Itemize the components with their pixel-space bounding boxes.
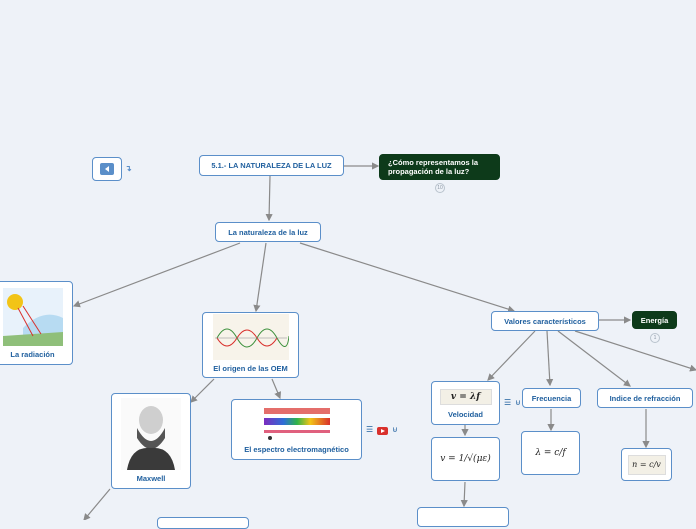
edge-maxwell-offscreen bbox=[83, 488, 111, 520]
nature-node[interactable]: La naturaleza de la luz bbox=[215, 222, 321, 242]
spectrum-label: El espectro electromagnético bbox=[244, 445, 349, 454]
values-label: Valores característicos bbox=[504, 316, 586, 326]
radiation-image bbox=[2, 288, 63, 346]
edge-title-nature bbox=[265, 175, 273, 222]
central-topic[interactable]: 5.1.- LA NATURALEZA DE LA LUZ bbox=[199, 155, 344, 176]
youtube-icon[interactable] bbox=[377, 427, 388, 435]
velocity-label: Velocidad bbox=[447, 410, 483, 419]
spectrum-image bbox=[261, 404, 332, 442]
velocity-formula-image: v = λf bbox=[439, 389, 492, 405]
velocity-node[interactable]: v = λf Velocidad bbox=[431, 381, 500, 425]
velocity-detail-node[interactable] bbox=[417, 507, 509, 527]
refraction-formula-node[interactable]: n = c/v bbox=[621, 448, 672, 481]
notes-icon[interactable]: ☰ bbox=[366, 425, 374, 434]
nature-label: La naturaleza de la luz bbox=[228, 227, 308, 237]
edge-values-offscreen bbox=[574, 330, 696, 372]
origin-wave-image bbox=[212, 314, 289, 360]
edge-origin-maxwell bbox=[190, 378, 215, 403]
frequency-formula-node[interactable]: λ = c/f bbox=[521, 431, 580, 475]
question-label: ¿Cómo representamos la propagación de la… bbox=[388, 158, 479, 176]
question-badge[interactable]: 10 bbox=[435, 183, 445, 193]
question-node[interactable]: ¿Cómo representamos la propagación de la… bbox=[379, 154, 500, 180]
attachment-icon[interactable]: ⊍ bbox=[392, 425, 398, 434]
values-node[interactable]: Valores característicos bbox=[491, 311, 599, 331]
edge-nature-origin bbox=[253, 242, 267, 313]
energy-label: Energía bbox=[640, 315, 669, 325]
radiation-label: La radiación bbox=[10, 350, 55, 359]
origin-node[interactable]: El origen de las OEM bbox=[202, 312, 299, 378]
frequency-node[interactable]: Frecuencia bbox=[522, 388, 581, 408]
maxwell-node[interactable]: Maxwell bbox=[111, 393, 191, 489]
back-arrow-icon bbox=[100, 163, 114, 175]
energy-node[interactable]: Energía bbox=[632, 311, 677, 329]
speed-formula-node[interactable]: v = 1/√(με) bbox=[431, 437, 500, 481]
speed-formula-text: v = 1/√(με) bbox=[440, 454, 491, 464]
refraction-label: Indice de refracción bbox=[609, 393, 681, 403]
attachment-icon[interactable]: ⊍ bbox=[515, 398, 521, 407]
maxwell-label: Maxwell bbox=[136, 474, 166, 483]
back-button[interactable] bbox=[92, 157, 122, 181]
link-icon[interactable]: ↴ bbox=[125, 164, 132, 173]
frequency-label: Frecuencia bbox=[531, 393, 572, 403]
edge-nature-values bbox=[299, 242, 516, 313]
frequency-formula-text: λ = c/f bbox=[535, 448, 566, 458]
refraction-node[interactable]: Indice de refracción bbox=[597, 388, 693, 408]
notes-icon[interactable]: ☰ bbox=[504, 398, 512, 407]
edge-speed-next bbox=[460, 481, 468, 508]
refraction-formula-image: n = c/v bbox=[627, 454, 666, 475]
edge-values-frequency bbox=[546, 330, 554, 387]
edge-origin-spectrum bbox=[271, 378, 281, 400]
central-topic-label: 5.1.- LA NATURALEZA DE LA LUZ bbox=[211, 161, 332, 170]
maxwell-child-node[interactable] bbox=[157, 517, 249, 529]
spectrum-node[interactable]: El espectro electromagnético bbox=[231, 399, 362, 460]
edge-values-refraction bbox=[557, 330, 631, 387]
radiation-node[interactable]: La radiación bbox=[0, 281, 73, 365]
origin-label: El origen de las OEM bbox=[213, 364, 288, 373]
maxwell-portrait-image bbox=[121, 398, 181, 470]
energy-badge[interactable]: 1 bbox=[650, 333, 660, 343]
edge-nature-radiation bbox=[72, 242, 241, 308]
edge-values-velocity bbox=[487, 330, 536, 381]
